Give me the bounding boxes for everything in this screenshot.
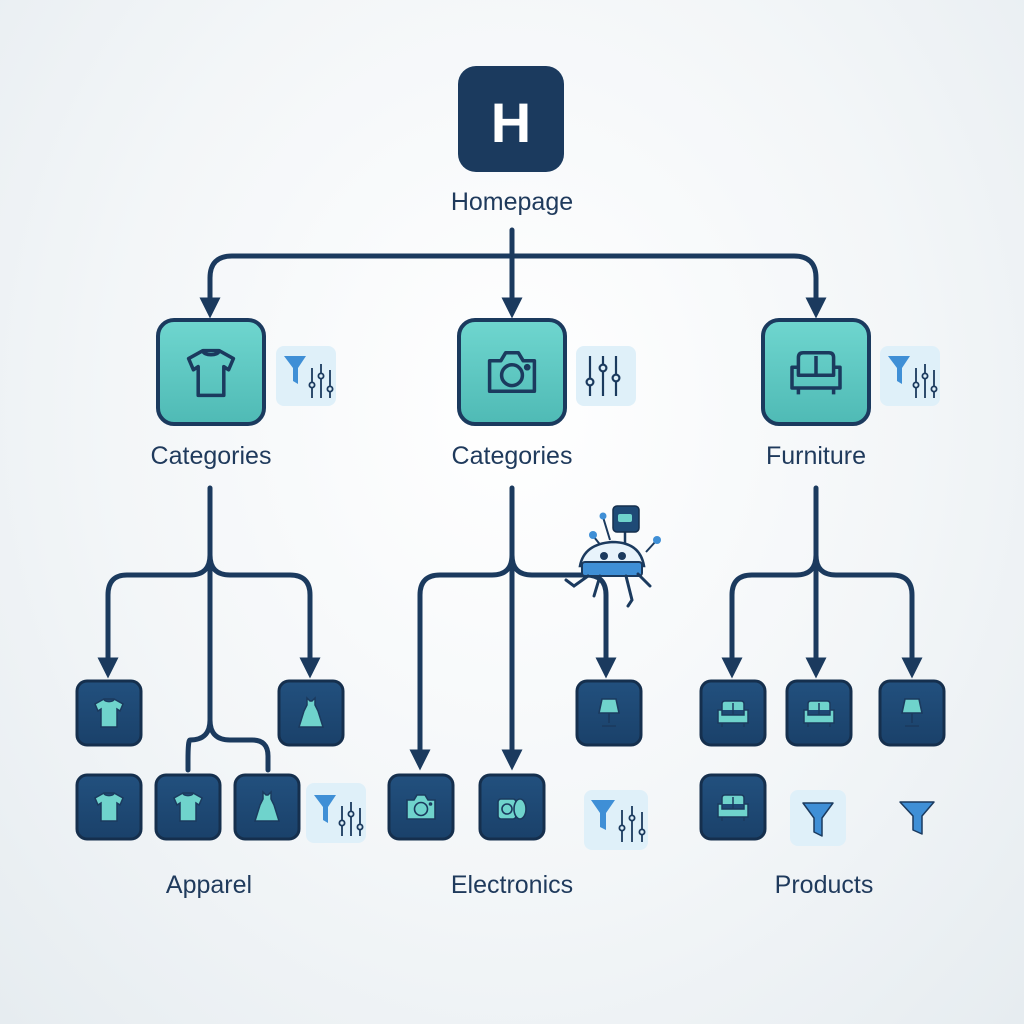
funnel-icon (314, 795, 336, 823)
filter-chip-apparel-bottom[interactable] (306, 783, 366, 843)
leaf-node-dress[interactable] (277, 679, 345, 747)
homepage-logo-letter: H (491, 91, 531, 154)
filter-chip-electronics-bottom[interactable] (584, 790, 648, 850)
homepage-node[interactable]: H (458, 66, 564, 172)
arrow-root-to-furniture (528, 253, 827, 319)
sliders-icon (618, 806, 646, 842)
homepage-label: Homepage (450, 188, 574, 216)
sofa-icon (790, 351, 842, 397)
sofa-icon (717, 700, 749, 728)
category-label-electronics: Categories (451, 442, 573, 470)
leaf-node-tshirt[interactable] (75, 679, 143, 747)
sliders-icon (308, 364, 334, 398)
sofa-icon (803, 700, 835, 728)
leaf-node-speaker[interactable] (478, 773, 546, 841)
robot-crawler-icon (564, 505, 661, 608)
arrow-electronics-left (409, 552, 515, 771)
group-label-products: Products (774, 871, 874, 899)
category-label-furniture: Furniture (765, 442, 867, 470)
apparel-lower-branch (185, 717, 271, 773)
sofa-icon (717, 794, 749, 822)
arrow-apparel-right (207, 552, 321, 679)
funnel-icon (802, 802, 834, 837)
sliders-icon (338, 802, 364, 836)
speaker-icon (497, 798, 527, 820)
leaf-node-lamp[interactable] (575, 679, 643, 747)
group-label-apparel: Apparel (165, 871, 253, 899)
category-label-apparel: Categories (150, 442, 272, 470)
category-node-furniture[interactable] (761, 318, 871, 426)
funnel-icon (888, 356, 910, 384)
sliders-icon (912, 364, 938, 398)
arrow-root-to-apparel (199, 253, 496, 319)
funnel-icon (284, 356, 306, 384)
leaf-node-dress[interactable] (233, 773, 301, 841)
leaf-node-tshirt[interactable] (154, 773, 222, 841)
category-node-electronics[interactable] (457, 318, 567, 426)
arrow-furniture-right (813, 552, 923, 679)
leaf-node-tshirt[interactable] (75, 773, 143, 841)
leaf-node-sofa[interactable] (699, 773, 767, 841)
leaf-node-camera[interactable] (387, 773, 455, 841)
filter-chip-products[interactable] (790, 790, 846, 846)
filter-chip-apparel[interactable] (276, 346, 336, 406)
leaf-node-sofa[interactable] (785, 679, 853, 747)
filter-icon-products[interactable] (899, 801, 935, 835)
filter-chip-electronics[interactable] (576, 346, 636, 406)
funnel-icon (591, 800, 615, 830)
leaf-node-sofa[interactable] (699, 679, 767, 747)
group-label-electronics: Electronics (450, 871, 574, 899)
funnel-icon (899, 801, 935, 835)
filter-chip-furniture[interactable] (880, 346, 940, 406)
arrow-apparel-left (97, 552, 213, 679)
category-node-apparel[interactable] (156, 318, 266, 426)
leaf-node-lamp[interactable] (878, 679, 946, 747)
sliders-icon (585, 356, 621, 396)
arrow-furniture-left (721, 552, 819, 679)
